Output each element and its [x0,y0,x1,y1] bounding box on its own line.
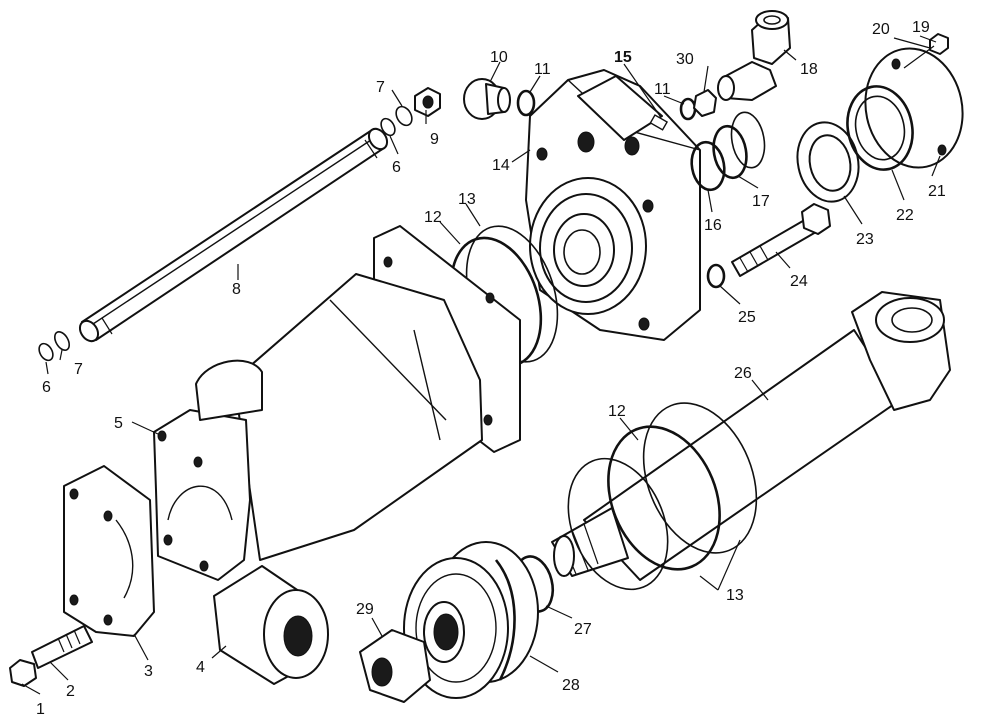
label-part-1: 1 [36,701,45,718]
label-part-11a: 11 [534,61,551,78]
label-part-18: 18 [800,61,818,78]
part-piston [403,541,539,699]
label-part-24: 24 [790,273,808,290]
label-part-17: 17 [752,193,770,210]
label-part-29: 29 [356,601,374,618]
part-small-nut [414,87,441,117]
label-part-23: 23 [856,231,874,248]
part-clevis-bracket [153,359,263,581]
part-end-plate [846,47,964,171]
label-part-14: 14 [492,157,510,174]
part-elbow-fitting [717,10,791,101]
part-bolt-24 [731,203,831,277]
label-part-13a: 13 [458,191,476,208]
label-part-2: 2 [66,683,75,700]
label-part-25: 25 [738,309,756,326]
part-bolt-1-2 [9,625,93,687]
part-seal-rings-16-17 [690,111,766,192]
label-part-27: 27 [574,621,592,638]
part-labels: 1 2 3 4 5 6 6 7 7 8 9 10 11 11 12 12 13 … [36,19,946,718]
label-part-6a: 6 [42,379,51,396]
label-part-9: 9 [430,131,439,148]
label-part-16: 16 [704,217,722,234]
part-rings-rod [567,402,758,591]
label-part-7a: 7 [74,361,83,378]
part-washer-25 [706,263,726,289]
part-barrel [233,225,521,561]
label-part-6b: 6 [392,159,401,176]
label-part-11b: 11 [654,81,671,98]
label-part-12b: 12 [608,403,626,420]
part-split-cap [63,465,155,637]
part-head-housing [525,69,701,341]
label-part-5: 5 [114,415,123,432]
label-part-21: 21 [928,183,946,200]
label-part-7b: 7 [376,79,385,96]
label-part-12a: 12 [424,209,442,226]
label-part-20: 20 [872,21,890,38]
part-bushing [213,565,329,685]
label-part-4: 4 [196,659,205,676]
label-part-19: 19 [912,19,930,36]
part-plug [463,78,511,120]
part-seal-rings-tube [38,105,413,362]
label-part-15: 15 [614,49,632,66]
label-part-22: 22 [896,207,914,224]
part-seal-23 [796,121,860,203]
label-part-3: 3 [144,663,153,680]
label-part-28: 28 [562,677,580,694]
leader-lines [21,35,941,695]
label-part-13b: 13 [726,587,744,604]
label-part-8: 8 [232,281,241,298]
label-part-26: 26 [734,365,752,382]
part-piston-rod [551,291,951,581]
part-screw-19-20 [903,33,949,69]
label-part-10: 10 [490,49,508,66]
label-part-30: 30 [676,51,694,68]
part-hex-nut [359,629,431,703]
part-nut-30 [693,89,717,117]
part-tube [78,127,389,343]
